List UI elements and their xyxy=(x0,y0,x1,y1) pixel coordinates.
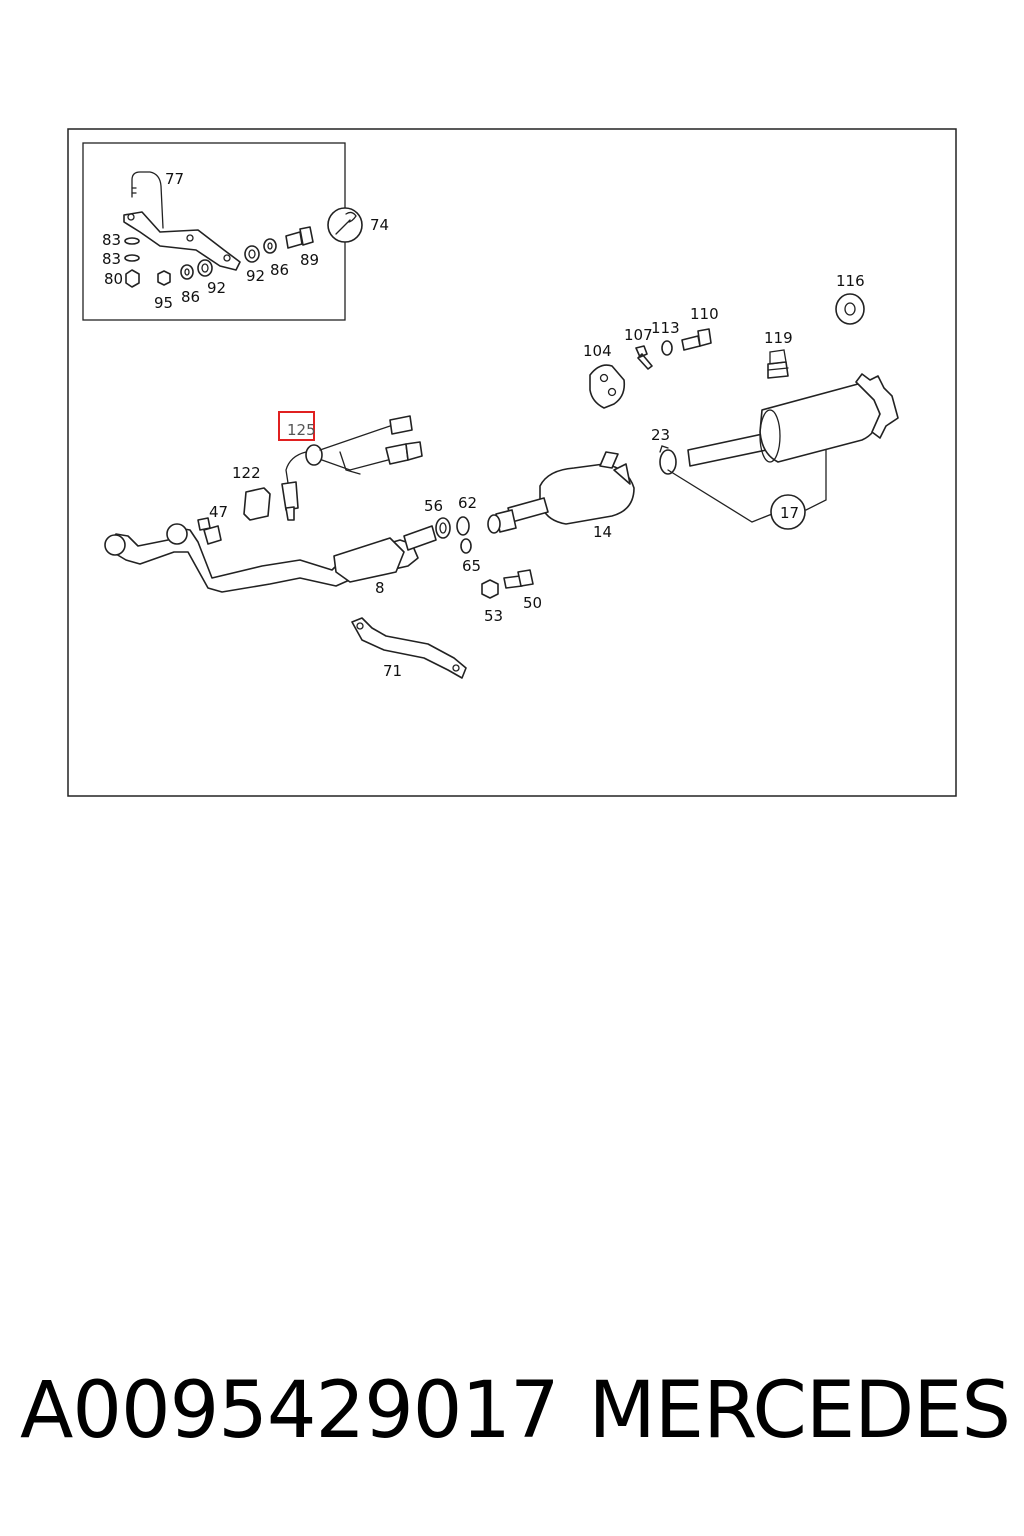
label-65: 65 xyxy=(462,557,481,575)
leader-17 xyxy=(667,449,827,523)
label-62: 62 xyxy=(458,494,477,512)
label-83b: 83 xyxy=(102,250,121,268)
label-14: 14 xyxy=(593,523,612,541)
part-122-clip[interactable] xyxy=(243,487,271,521)
label-77: 77 xyxy=(165,170,184,188)
part-47-bolt[interactable] xyxy=(197,517,222,545)
label-116: 116 xyxy=(836,272,865,290)
label-50: 50 xyxy=(523,594,542,612)
part-83-washer-a[interactable] xyxy=(124,237,140,245)
label-86a: 86 xyxy=(181,288,200,306)
part-95-nut[interactable] xyxy=(157,270,171,286)
part-rear-muffler[interactable] xyxy=(687,373,899,467)
part-23-clamp[interactable] xyxy=(659,445,677,475)
label-95: 95 xyxy=(154,294,173,312)
callout-circle-17 xyxy=(770,494,806,530)
label-92a: 92 xyxy=(207,279,226,297)
part-inset-bracket[interactable] xyxy=(123,211,241,271)
label-8: 8 xyxy=(375,579,385,597)
part-86-washer-b[interactable] xyxy=(263,238,277,254)
part-56-gasket[interactable] xyxy=(435,517,451,539)
caption: A0095429017 MERCEDES xyxy=(20,1366,1011,1456)
part-65-seal[interactable] xyxy=(460,538,472,554)
label-122: 122 xyxy=(232,464,261,482)
part-14-center-muffler[interactable] xyxy=(495,451,635,533)
label-89: 89 xyxy=(300,251,319,269)
label-107: 107 xyxy=(624,326,653,344)
label-71: 71 xyxy=(383,662,402,680)
label-92b: 92 xyxy=(246,267,265,285)
label-74: 74 xyxy=(370,216,389,234)
part-53-nut[interactable] xyxy=(481,579,499,599)
label-17: 17 xyxy=(780,504,799,522)
part-116-rubber-mount[interactable] xyxy=(835,293,865,325)
part-119-buffer[interactable] xyxy=(767,349,789,379)
part-86-washer-a[interactable] xyxy=(180,264,194,280)
highlighted-part-value: 125 xyxy=(0,0,2,1)
part-107-bolt[interactable] xyxy=(635,345,653,370)
exhaust-system-diagram: 77 74 83 83 80 95 86 92 92 86 89 116 104… xyxy=(0,0,957,797)
part-92-bush-a[interactable] xyxy=(197,259,213,277)
part-71-bracket[interactable] xyxy=(351,617,467,679)
part-104-hanger[interactable] xyxy=(589,364,626,409)
part-113-washer[interactable] xyxy=(661,340,673,356)
part-number: A0095429017 xyxy=(20,1366,560,1456)
label-47: 47 xyxy=(209,503,228,521)
label-80: 80 xyxy=(104,270,123,288)
highlight-box-125 xyxy=(278,411,315,441)
diagram-frame xyxy=(67,128,957,797)
label-104: 104 xyxy=(583,342,612,360)
part-83-washer-b[interactable] xyxy=(124,254,140,262)
label-125: 125 xyxy=(287,421,316,439)
part-110-bolt[interactable] xyxy=(681,328,712,351)
part-125-oxygen-sensor[interactable] xyxy=(281,415,423,521)
label-113: 113 xyxy=(651,319,680,337)
brand-name: MERCEDES xyxy=(588,1366,1011,1456)
label-53: 53 xyxy=(484,607,503,625)
part-62-ring[interactable] xyxy=(456,516,470,536)
label-110: 110 xyxy=(690,305,719,323)
part-77-u-bolt[interactable] xyxy=(131,171,164,229)
label-56: 56 xyxy=(424,497,443,515)
label-83a: 83 xyxy=(102,231,121,249)
wrench-icon-74 xyxy=(327,207,363,243)
label-86b: 86 xyxy=(270,261,289,279)
part-92-bush-b[interactable] xyxy=(244,245,260,263)
label-119: 119 xyxy=(764,329,793,347)
part-ring-small[interactable] xyxy=(487,514,501,534)
part-8-front-pipe-catalyst[interactable] xyxy=(104,523,437,593)
part-50-bolt[interactable] xyxy=(503,569,534,589)
part-80-nut[interactable] xyxy=(125,269,140,288)
label-23: 23 xyxy=(651,426,670,444)
part-89-bolt[interactable] xyxy=(285,226,314,249)
